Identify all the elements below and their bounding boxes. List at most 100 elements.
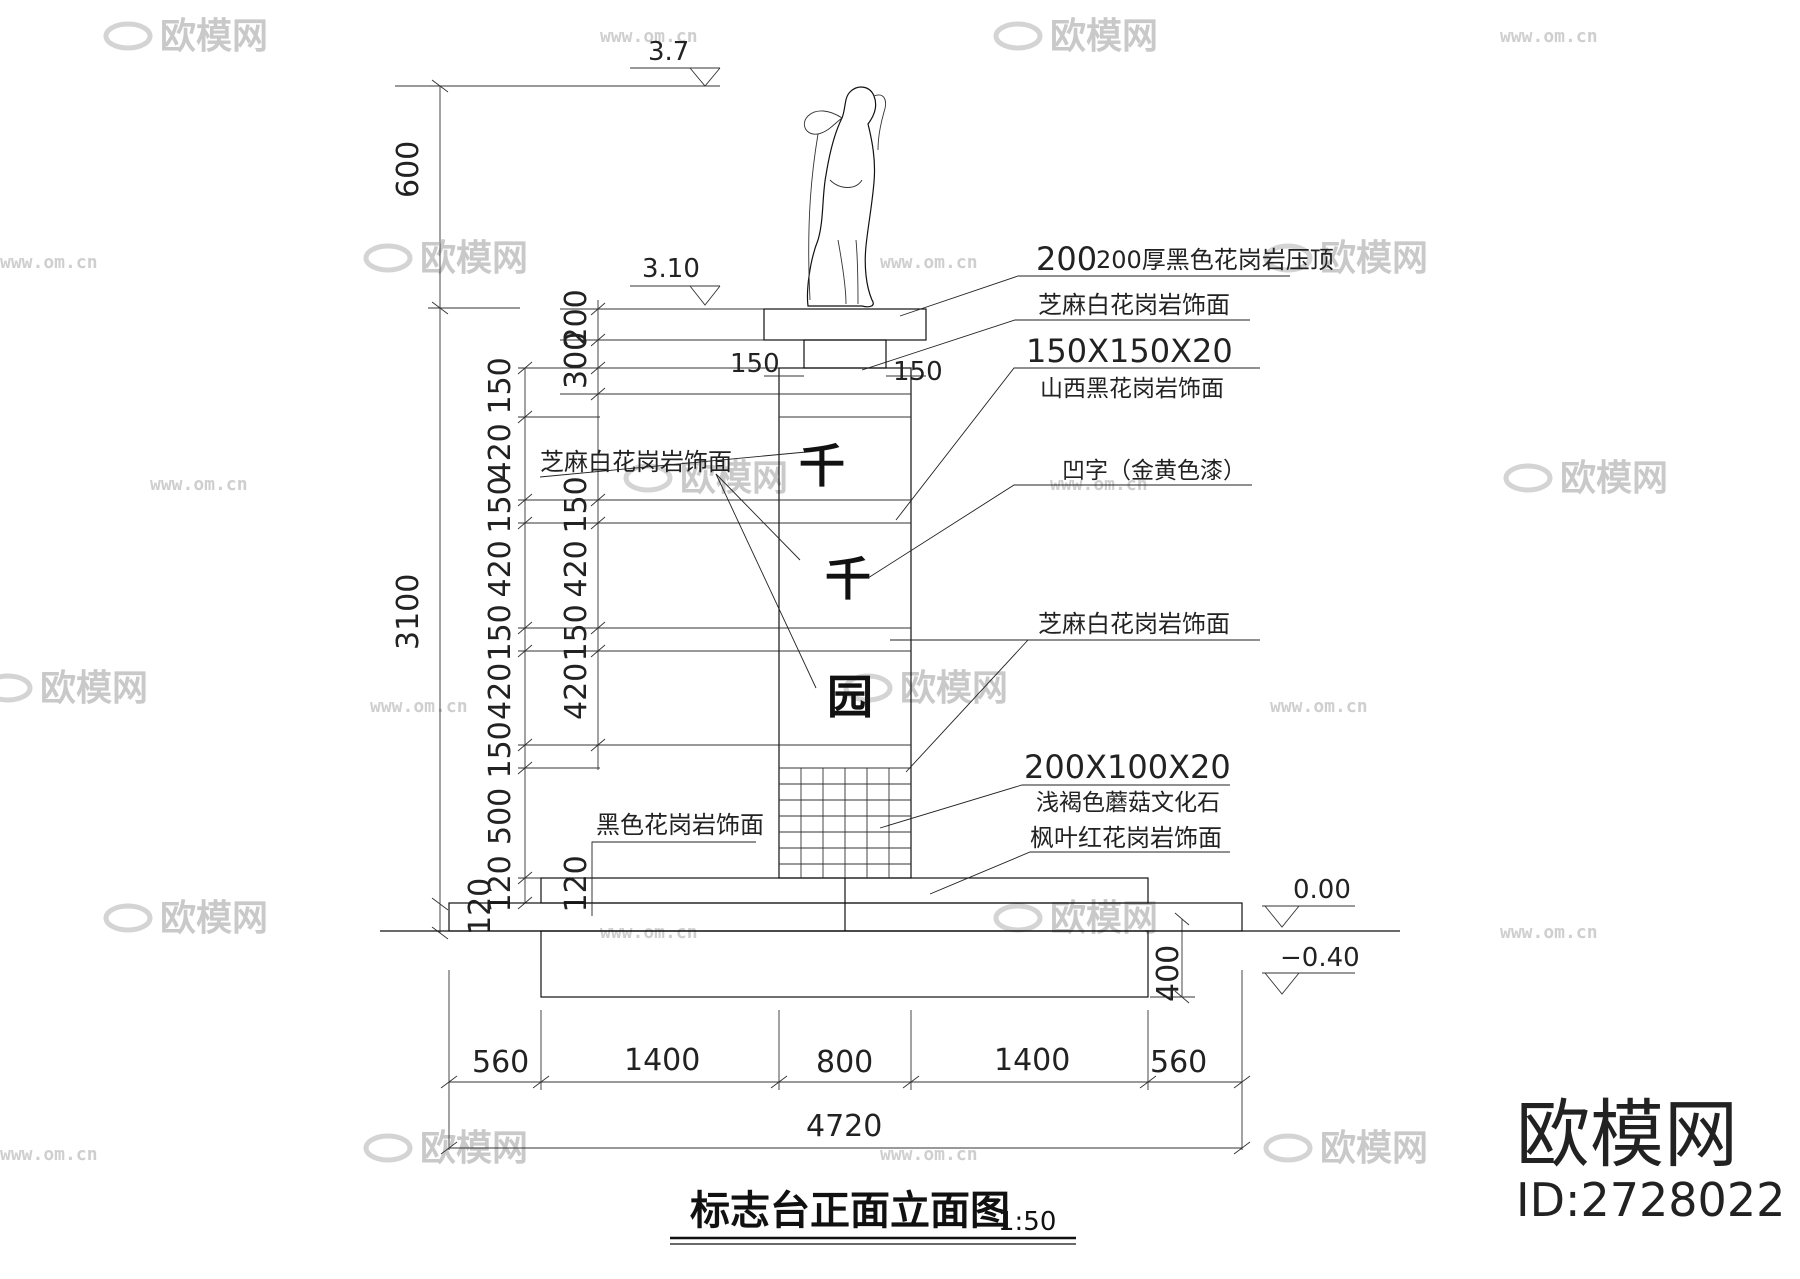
right-stack-label: 420 bbox=[559, 540, 594, 597]
dim-cap-left: 150 bbox=[730, 349, 780, 379]
level-top-label: 3.7 bbox=[648, 37, 689, 67]
level-base-label: 3.10 bbox=[642, 254, 700, 284]
dim-upper: 600 bbox=[391, 141, 426, 198]
left-stack-label: 150 bbox=[483, 721, 518, 778]
watermark-brand: 欧模网 bbox=[1320, 238, 1428, 279]
cultural-stone-grid bbox=[779, 767, 911, 878]
dim-total: 4720 bbox=[806, 1109, 882, 1144]
dim-cap-right: 150 bbox=[893, 357, 943, 387]
dim-base-left: 120 bbox=[463, 878, 498, 935]
right-stack-label: 200 bbox=[559, 289, 594, 346]
note-base-left: 黑色花岗岩饰面 bbox=[596, 811, 764, 839]
left-stack-label: 150 bbox=[483, 357, 518, 414]
note-stone-material: 浅褐色蘑菇文化石 bbox=[1036, 790, 1220, 816]
watermark-url: www.om.cn bbox=[0, 1144, 98, 1165]
watermark-url: www.om.cn bbox=[600, 26, 698, 47]
watermark-brand: 欧模网 bbox=[40, 668, 148, 709]
watermark-logo-icon bbox=[1503, 463, 1553, 493]
left-stack-label: 150 bbox=[483, 476, 518, 533]
annotation-band: 150X150X20 山西黑花岗岩饰面 bbox=[895, 332, 1260, 521]
watermark-url: www.om.cn bbox=[1050, 474, 1148, 495]
watermark-logo-icon bbox=[843, 673, 893, 703]
annotation-mid-leader bbox=[905, 639, 1029, 773]
watermark-logo-icon bbox=[623, 463, 673, 493]
cap-stone bbox=[763, 308, 927, 341]
watermark-logo-icon bbox=[993, 903, 1043, 933]
dim-seg-1: 560 bbox=[472, 1045, 529, 1080]
watermark-url: www.om.cn bbox=[370, 696, 468, 717]
level-marker-foundation: −0.40 bbox=[1262, 943, 1360, 995]
watermark-url: www.om.cn bbox=[0, 252, 98, 273]
brand-name: 欧模网 bbox=[1516, 1092, 1738, 1178]
annotation-base-left: 黑色花岗岩饰面 bbox=[591, 811, 764, 916]
watermark-brand: 欧模网 bbox=[1050, 16, 1158, 57]
note-lettering: 凹字（金黄色漆） bbox=[1062, 458, 1246, 484]
annotation-lettering: 凹字（金黄色漆） bbox=[867, 458, 1252, 579]
watermark-brand: 欧模网 bbox=[1050, 898, 1158, 939]
watermark-logo-icon bbox=[1263, 243, 1313, 273]
annotation-stone: 200X100X20 浅褐色蘑菇文化石 bbox=[879, 748, 1231, 829]
watermark-brand: 欧模网 bbox=[900, 668, 1008, 709]
dim-foundation: 400 bbox=[1151, 945, 1186, 1002]
right-stack-label: 420 bbox=[559, 663, 594, 720]
watermark-url: www.om.cn bbox=[880, 252, 978, 273]
watermark-logo-icon bbox=[363, 1133, 413, 1163]
level-marker-top: 3.7 bbox=[630, 37, 721, 87]
watermark-brand: 欧模网 bbox=[420, 238, 528, 279]
annotation-cap: 200 200厚黑色花岗岩压顶 bbox=[899, 240, 1334, 317]
watermark-brand: 欧模网 bbox=[160, 898, 268, 939]
watermark-brand: 欧模网 bbox=[160, 16, 268, 57]
note-plinth: 枫叶红花岗岩饰面 bbox=[1030, 824, 1222, 852]
left-stack-label: 500 bbox=[483, 788, 518, 845]
dim-main: 3100 bbox=[391, 574, 426, 650]
note-cap: 200厚黑色花岗岩压顶 bbox=[1096, 246, 1334, 274]
watermark-url: www.om.cn bbox=[150, 474, 248, 495]
watermark-brand: 欧模网 bbox=[1560, 458, 1668, 499]
annotation-plinth: 枫叶红花岗岩饰面 bbox=[929, 824, 1230, 895]
left-stack-label: 120 bbox=[483, 855, 518, 912]
dim-seg-5: 560 bbox=[1150, 1045, 1207, 1080]
title-text: 标志台正面立面图 bbox=[690, 1188, 1010, 1234]
watermark-url: www.om.cn bbox=[880, 1144, 978, 1165]
watermark-url: www.om.cn bbox=[600, 922, 698, 943]
annotation-mid-facing: 芝麻白花岗岩饰面 bbox=[890, 610, 1260, 641]
horizontal-dimension-chain: 560 1400 800 1400 560 4720 bbox=[440, 970, 1251, 1155]
cap-overhang-dims: 150 150 bbox=[730, 349, 943, 387]
watermark-logo-icon bbox=[363, 243, 413, 273]
dim-seg-2: 1400 bbox=[624, 1043, 700, 1078]
watermark-url: www.om.cn bbox=[1270, 696, 1368, 717]
brand-id: ID:2728022 bbox=[1516, 1173, 1785, 1227]
character-1: 千 bbox=[799, 439, 845, 493]
title-scale: 1:50 bbox=[998, 1207, 1056, 1237]
left-stack-label: 420 bbox=[483, 423, 518, 480]
note-cap-num: 200 bbox=[1036, 240, 1097, 278]
watermark-logo-icon bbox=[993, 21, 1043, 51]
overall-vertical-dimension: 600 3100 120 bbox=[391, 79, 720, 940]
right-stack-label: 150 bbox=[559, 476, 594, 533]
level-foundation-label: −0.40 bbox=[1280, 943, 1360, 973]
watermark-logo-icon bbox=[103, 21, 153, 51]
left-stack-label: 420 bbox=[483, 663, 518, 720]
note-stone-size: 200X100X20 bbox=[1024, 748, 1231, 786]
cap-pedestal bbox=[803, 339, 887, 369]
right-stack-label: 300 bbox=[559, 332, 594, 389]
level-ground-label: 0.00 bbox=[1293, 875, 1351, 905]
watermark-layer: 欧模网欧模网欧模网欧模网欧模网欧模网欧模网欧模网欧模网欧模网欧模网欧模网www.… bbox=[0, 16, 1668, 1169]
annotation-left-facing: 芝麻白花岗岩饰面 bbox=[539, 448, 817, 689]
character-2: 千 bbox=[825, 552, 871, 606]
watermark-brand: 欧模网 bbox=[1320, 1128, 1428, 1169]
dim-seg-4: 1400 bbox=[994, 1043, 1070, 1078]
watermark-url: www.om.cn bbox=[1500, 922, 1598, 943]
note-mid-facing: 芝麻白花岗岩饰面 bbox=[1038, 610, 1230, 638]
note-upper-facing: 芝麻白花岗岩饰面 bbox=[1038, 291, 1230, 319]
drawing-title: 标志台正面立面图 1:50 bbox=[670, 1188, 1076, 1245]
right-stack-label: 120 bbox=[559, 855, 594, 912]
watermark-brand: 欧模网 bbox=[420, 1128, 528, 1169]
note-band-material: 山西黑花岗岩饰面 bbox=[1040, 376, 1224, 402]
brand-watermark: 欧模网 ID:2728022 bbox=[1516, 1092, 1785, 1227]
watermark-logo-icon bbox=[103, 903, 153, 933]
note-left-facing: 芝麻白花岗岩饰面 bbox=[540, 448, 732, 476]
watermark-logo-icon bbox=[1263, 1133, 1313, 1163]
watermark-logo-icon bbox=[0, 673, 33, 703]
